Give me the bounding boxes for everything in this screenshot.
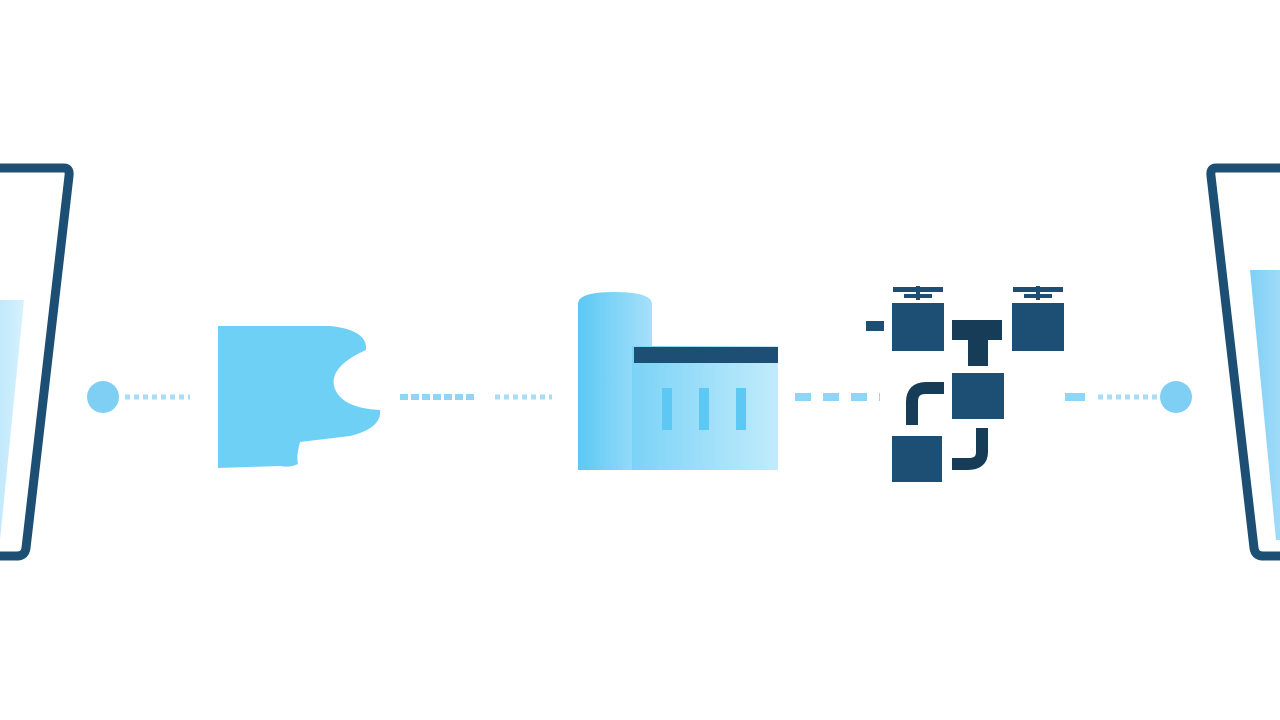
- left-endpoint-dot: [87, 381, 119, 413]
- water-body-icon: [218, 326, 381, 468]
- treatment-plant-icon: [578, 292, 778, 470]
- left-water-glass-icon: [0, 163, 74, 561]
- right-water-glass-icon: [1206, 163, 1280, 561]
- pipe-network-icon: [866, 286, 1064, 482]
- right-endpoint-dot: [1160, 381, 1192, 413]
